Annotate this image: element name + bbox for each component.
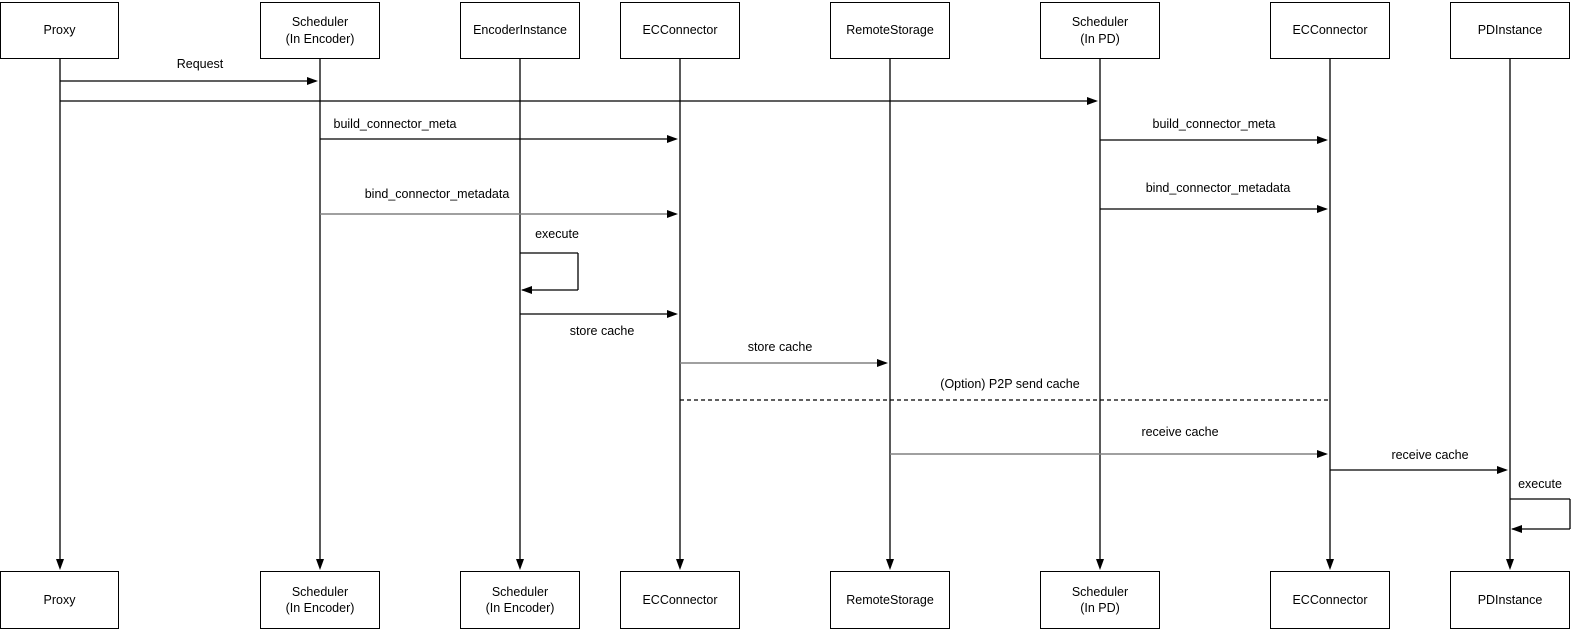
message-label-store-cache-2: store cache — [747, 340, 813, 354]
lifeline-arrowhead-ec-connector-1 — [676, 559, 684, 570]
lifeline-arrowhead-ec-connector-2 — [1326, 559, 1334, 570]
participant-box-top-proxy: Proxy — [0, 2, 119, 59]
message-arrowhead-bind-connector-metadata-right — [1317, 205, 1328, 213]
participant-box-top-remote-storage: RemoteStorage — [830, 2, 950, 59]
participant-box-top-ec-connector-1: ECConnector — [620, 2, 740, 59]
lifeline-arrowhead-proxy — [56, 559, 64, 570]
message-arrowhead-request — [307, 77, 318, 85]
message-arrowhead-execute-encoder — [521, 286, 532, 294]
participant-box-bottom-pd-instance: PDInstance — [1450, 571, 1570, 629]
lifeline-arrowhead-pd-instance — [1506, 559, 1514, 570]
message-label-receive-cache-1: receive cache — [1141, 425, 1219, 439]
participant-box-bottom-ec-connector-2: ECConnector — [1270, 571, 1390, 629]
message-arrowhead-bind-connector-metadata-left — [667, 210, 678, 218]
message-label-bind-connector-metadata-right: bind_connector_metadata — [1145, 181, 1291, 195]
participant-box-bottom-ec-connector-1: ECConnector — [620, 571, 740, 629]
participant-box-bottom-scheduler-pd: Scheduler (In PD) — [1040, 571, 1160, 629]
message-arrowhead-store-cache-2 — [877, 359, 888, 367]
participant-box-bottom-scheduler-encoder: Scheduler (In Encoder) — [260, 571, 380, 629]
participant-box-bottom-proxy: Proxy — [0, 571, 119, 629]
message-label-request: Request — [176, 57, 224, 71]
message-arrowhead-receive-cache-2 — [1497, 466, 1508, 474]
participant-box-bottom-encoder-instance: Scheduler (In Encoder) — [460, 571, 580, 629]
lifeline-arrowhead-remote-storage — [886, 559, 894, 570]
participant-box-top-scheduler-encoder: Scheduler (In Encoder) — [260, 2, 380, 59]
participant-box-bottom-remote-storage: RemoteStorage — [830, 571, 950, 629]
participant-box-top-pd-instance: PDInstance — [1450, 2, 1570, 59]
message-label-p2p-send-cache: (Option) P2P send cache — [940, 377, 1080, 391]
message-label-store-cache-1: store cache — [569, 324, 635, 338]
lifeline-arrowhead-scheduler-pd — [1096, 559, 1104, 570]
message-label-bind-connector-metadata-left: bind_connector_metadata — [364, 187, 510, 201]
message-arrowhead-receive-cache-1 — [1317, 450, 1328, 458]
participant-box-top-encoder-instance: EncoderInstance — [460, 2, 580, 59]
message-label-execute-pd: execute — [1518, 477, 1562, 491]
message-arrowhead-build-connector-meta-right — [1317, 136, 1328, 144]
message-label-build-connector-meta-left: build_connector_meta — [333, 117, 457, 131]
message-arrowhead-store-cache-1 — [667, 310, 678, 318]
participant-box-top-scheduler-pd: Scheduler (In PD) — [1040, 2, 1160, 59]
message-label-receive-cache-2: receive cache — [1391, 448, 1469, 462]
lifeline-arrowhead-scheduler-encoder — [316, 559, 324, 570]
message-label-execute-encoder: execute — [535, 227, 579, 241]
message-arrowhead-proxy-to-scheduler-pd — [1087, 97, 1098, 105]
message-arrowhead-execute-pd — [1511, 525, 1522, 533]
message-arrowhead-build-connector-meta-left — [667, 135, 678, 143]
participant-box-top-ec-connector-2: ECConnector — [1270, 2, 1390, 59]
message-label-build-connector-meta-right: build_connector_meta — [1152, 117, 1276, 131]
lifeline-arrowhead-encoder-instance — [516, 559, 524, 570]
